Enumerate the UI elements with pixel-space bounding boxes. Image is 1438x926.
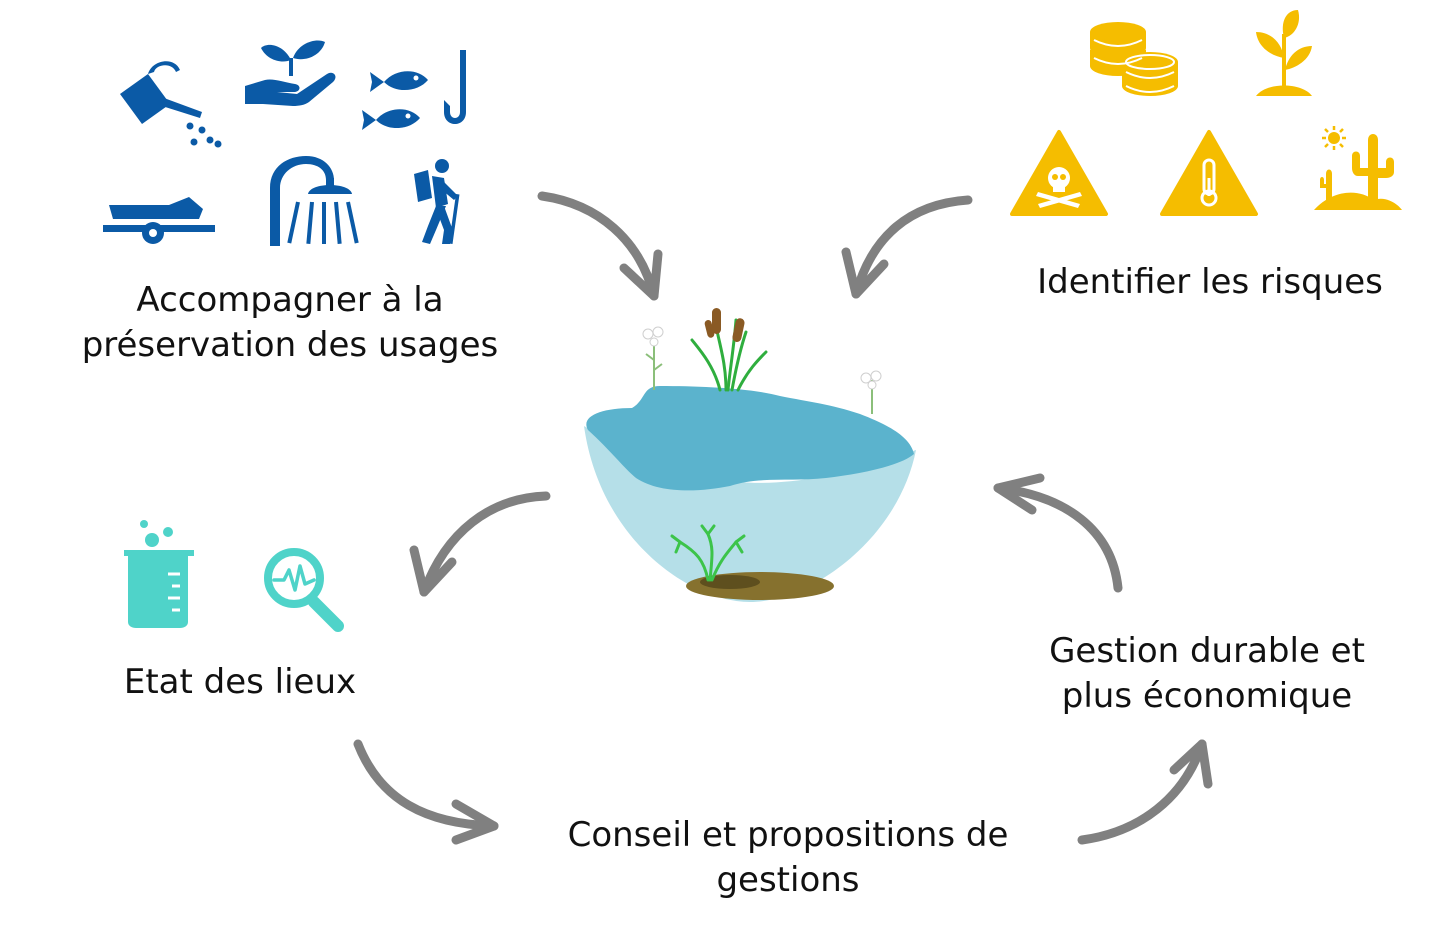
arrow-conseil-to-gestion xyxy=(1077,739,1213,845)
arrow-etat-to-conseil xyxy=(353,739,499,845)
label-gestion-line-2: plus économique xyxy=(1061,676,1353,716)
fish-hook-icon xyxy=(362,50,466,130)
pond-ecosystem-illustration xyxy=(584,308,916,602)
desert-cactus-icon xyxy=(1314,126,1402,210)
label-etat-line-1: Etat des lieux xyxy=(123,662,357,702)
flowering-plant-right xyxy=(860,370,882,414)
arrow-gestion-to-pond xyxy=(993,473,1123,593)
submerged-plant xyxy=(670,524,746,582)
label-etat: Etat des lieux xyxy=(60,660,420,705)
label-usages: Accompagner à la préservation des usages xyxy=(40,278,540,368)
flowering-plant-left xyxy=(642,326,664,390)
shower-icon xyxy=(270,156,359,246)
label-gestion: Gestion durable et plus économique xyxy=(1000,629,1414,719)
arrow-risques-to-pond xyxy=(841,195,973,299)
label-usages-line-2: préservation des usages xyxy=(81,325,499,365)
water-surface xyxy=(586,386,914,491)
beaker-icon xyxy=(124,520,194,628)
label-usages-line-1: Accompagner à la xyxy=(136,280,444,320)
hiker-icon xyxy=(414,159,460,245)
sprout-icon xyxy=(1256,10,1312,96)
hand-plant-icon xyxy=(245,40,336,106)
label-risques-line-1: Identifier les risques xyxy=(1037,262,1383,302)
arrow-pond-to-etat xyxy=(409,491,551,597)
coins-icon xyxy=(1090,22,1178,96)
label-conseil-line-1: Conseil et propositions de xyxy=(567,815,1009,855)
watering-can-icon xyxy=(120,61,222,148)
boat-trailer-icon xyxy=(103,197,215,244)
label-conseil: Conseil et propositions de gestions xyxy=(520,813,1056,903)
thermometer-warning-icon xyxy=(1160,130,1258,216)
label-risques: Identifier les risques xyxy=(990,260,1430,305)
label-gestion-line-1: Gestion durable et xyxy=(1049,631,1365,671)
magnifier-analysis-icon xyxy=(264,548,344,632)
cattail-reeds xyxy=(690,308,768,392)
skull-warning-icon xyxy=(1010,130,1108,216)
arrow-usages-to-pond xyxy=(537,191,663,301)
label-conseil-line-2: gestions xyxy=(716,860,860,900)
